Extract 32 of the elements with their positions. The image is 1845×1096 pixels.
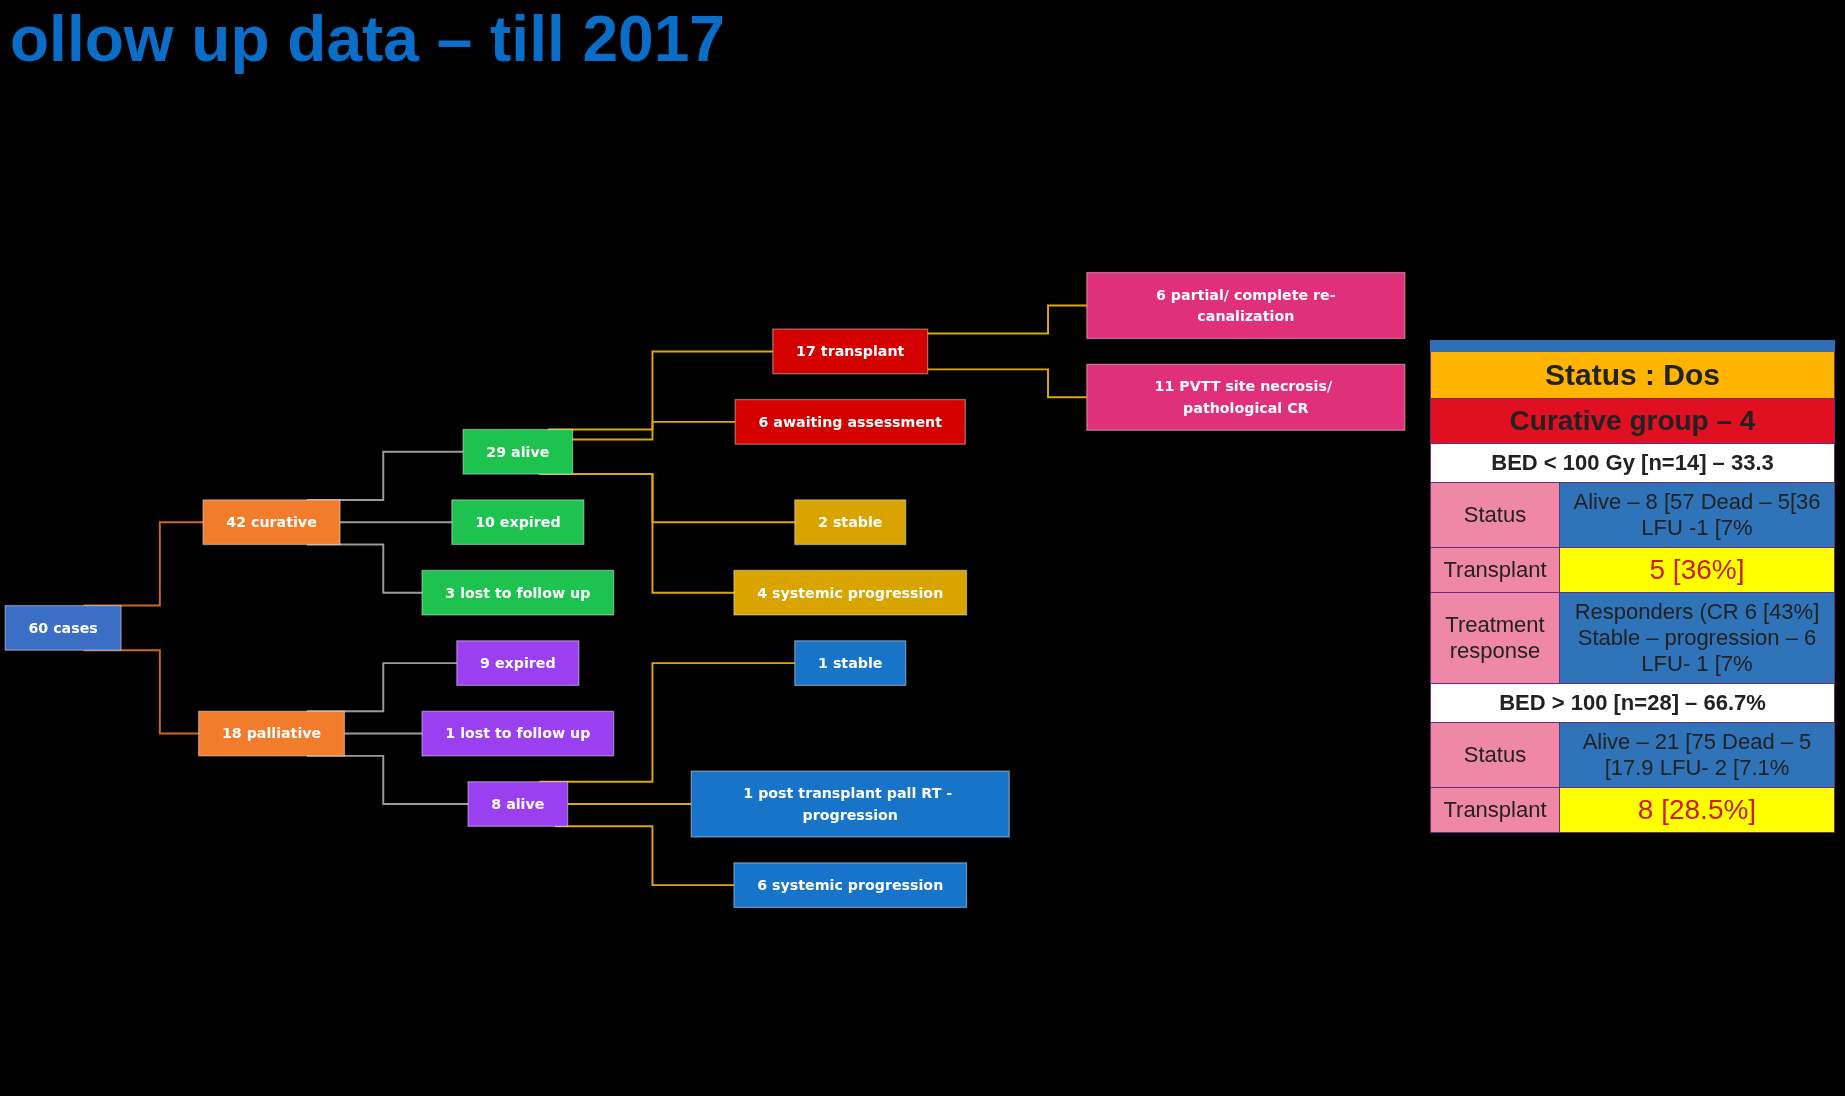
table-header-cell: BED > 100 [n=28] – 66.7% — [1430, 683, 1835, 723]
table-cell: Alive – 21 [75 Dead – 5 [17.9 LFU- 2 [7.1% — [1559, 722, 1835, 788]
table-cell: 5 [36%] — [1559, 547, 1835, 593]
node-box: 1 lost to follow up — [421, 710, 615, 757]
table-cell: Responders (CR 6 [43%] Stable – progression – 6 LFU- 1 [7% — [1559, 592, 1835, 684]
node-box: 42 curative — [202, 499, 341, 546]
node-box: 29 alive — [462, 428, 574, 475]
table-cell: Alive – 8 [57 Dead – 5[36 LFU -1 [7% — [1559, 482, 1835, 548]
node-box: 11 PVTT site necrosis/ pathological CR — [1086, 363, 1406, 431]
node-box: 6 systemic progression — [733, 862, 968, 909]
node-box: 2 stable — [794, 499, 907, 546]
table-cell: Status — [1430, 482, 1560, 548]
node-box: 4 systemic progression — [733, 569, 968, 616]
table-header-cell: BED < 100 Gy [n=14] – 33.3 — [1430, 443, 1835, 483]
table-cell: Treatment response — [1430, 592, 1560, 684]
node-box: 6 partial/ complete re-canalization — [1086, 271, 1406, 340]
table-cell: 8 [28.5%] — [1559, 787, 1835, 833]
node-box: 8 alive — [467, 781, 569, 827]
slide-title: ollow up data – till 2017 — [10, 2, 725, 76]
node-box: 9 expired — [456, 640, 580, 687]
node-box: 1 post transplant pall RT - progression — [690, 770, 1010, 838]
node-box: 17 transplant — [772, 328, 929, 375]
table-header-cell: Curative group – 4 — [1430, 398, 1835, 444]
table-cell: Transplant — [1430, 547, 1560, 593]
node-box: 6 awaiting assessment — [734, 398, 966, 445]
node-box: 3 lost to follow up — [421, 569, 615, 616]
node-box: 10 expired — [451, 499, 585, 546]
node-box: 18 palliative — [197, 710, 346, 757]
table-cell: Transplant — [1430, 787, 1560, 833]
node-box: 60 cases — [4, 604, 122, 651]
node-box: 1 stable — [794, 640, 907, 687]
table-cell: Status — [1430, 722, 1560, 788]
